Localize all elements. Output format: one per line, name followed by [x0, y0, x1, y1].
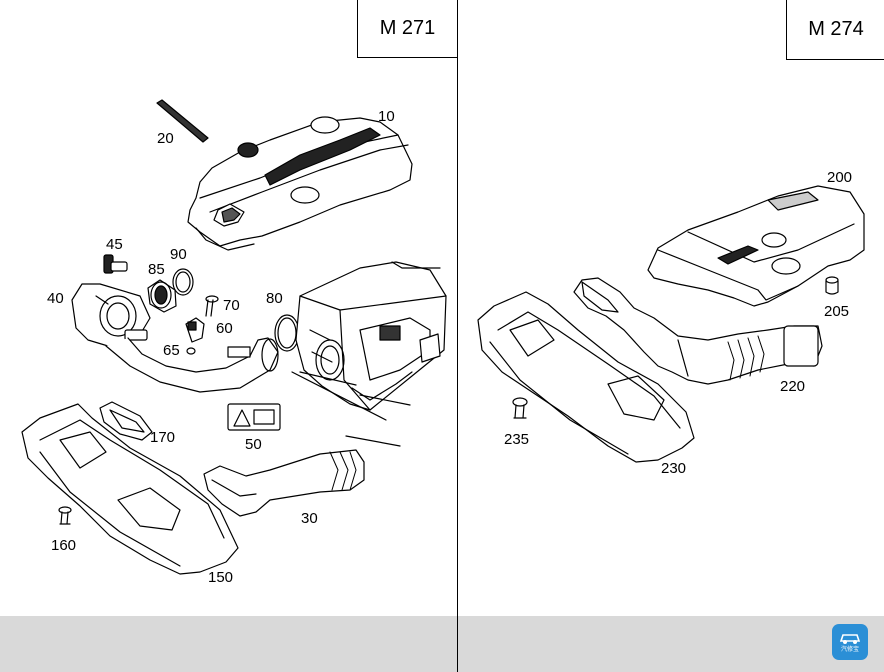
air-filter-housing: [295, 261, 447, 411]
engine-title-m271: M 271: [357, 0, 457, 58]
part-50-warning-label: [227, 403, 281, 431]
callout-10: 10: [378, 108, 395, 125]
m274-exploded-drawing: [477, 185, 865, 463]
callout-80: 80: [266, 290, 283, 307]
callout-45: 45: [106, 236, 123, 253]
callout-220: 220: [780, 378, 806, 395]
part-235-clip: [512, 397, 528, 419]
part-70-bolt: [205, 295, 219, 317]
callout-20: 20: [157, 130, 174, 147]
callout-85: 85: [148, 261, 165, 278]
callout-170: 170: [150, 429, 176, 446]
panel-divider: [457, 0, 458, 672]
part-80-clamp: [274, 314, 300, 352]
part-85-coupling: [147, 279, 177, 313]
watermark-logo: 汽修宝: [832, 624, 868, 660]
part-200-engine-cover: [647, 185, 865, 307]
part-65-oring: [186, 347, 196, 355]
part-150-lower-shroud: [21, 403, 239, 575]
callout-40: 40: [47, 290, 64, 307]
intake-duct: [105, 337, 279, 393]
part-90-ring: [172, 268, 194, 296]
panel-m271: M 271 10 20 45 90 85 40 70 80 60 65 170 …: [0, 0, 457, 672]
part-60-sensor: [185, 317, 205, 343]
watermark-text: 汽修宝: [840, 647, 859, 653]
callout-200: 200: [827, 169, 853, 186]
leader-line: [345, 435, 401, 447]
footer-bar: [0, 616, 457, 672]
callout-50: 50: [245, 436, 262, 453]
leader-line: [291, 371, 387, 421]
callout-150: 150: [208, 569, 234, 586]
part-40-airflow-meter: [71, 283, 151, 347]
part-170-gasket: [99, 401, 153, 441]
part-160-clip: [58, 506, 72, 525]
callout-90: 90: [170, 246, 187, 263]
m271-exploded-drawing: [21, 99, 447, 575]
callout-235: 235: [504, 431, 530, 448]
footer-bar: [458, 616, 884, 672]
callout-230: 230: [661, 460, 687, 477]
callout-65: 65: [163, 342, 180, 359]
part-220-intake-duct: [573, 277, 823, 385]
part-45-sensor: [103, 254, 128, 274]
part-230-lower-shroud: [477, 291, 695, 463]
callout-30: 30: [301, 510, 318, 527]
car-service-logo-icon: [839, 634, 861, 644]
engine-title-m274: M 274: [786, 0, 884, 60]
part-10-engine-cover: [187, 116, 413, 251]
callout-160: 160: [51, 537, 77, 554]
callout-205: 205: [824, 303, 850, 320]
part-205-grommet: [825, 276, 839, 295]
panel-m274: M 274 200 205 220 235 230 汽修宝: [458, 0, 884, 672]
callout-60: 60: [216, 320, 233, 337]
callout-70: 70: [223, 297, 240, 314]
part-20-strip: [156, 99, 209, 143]
part-30-intake-hose: [203, 449, 365, 517]
